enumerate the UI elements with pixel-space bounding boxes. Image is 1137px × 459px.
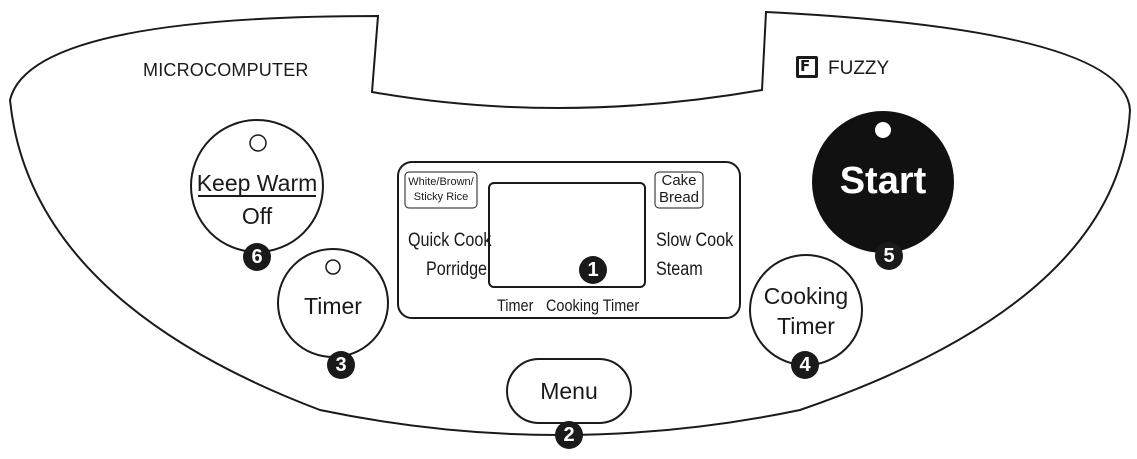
rice-mode-label-line2: Sticky Rice [413,191,469,203]
fuzzy-logo-icon: F [796,56,818,78]
timer-label: Timer [304,293,362,319]
menu-label: Menu [540,378,598,404]
rice-mode-label-line1: White/Brown/ [408,176,474,188]
display-timer-label: Timer [497,296,534,315]
porridge-label: Porridge [426,259,488,280]
display-cooking-timer-label: Cooking Timer [546,296,640,315]
steam-label: Steam [656,259,703,280]
slow-cook-label: Slow Cook [656,230,734,251]
keep-warm-label: Keep Warm [196,170,318,196]
cake-mode-label: Cake [661,172,697,189]
callout-1: 1 [579,256,607,284]
display-screen [488,182,646,288]
timer-indicator-lamp [325,259,341,275]
cake-mode-box [654,171,704,209]
microcomputer-label: MICROCOMPUTER [143,60,309,80]
callout-3: 3 [327,351,355,379]
off-label: Off [241,203,273,229]
bread-mode-label: Bread [658,189,700,206]
start-label: Start [839,160,927,202]
callout-6: 6 [243,243,271,271]
cooking-label: Cooking [763,283,849,309]
cooking-timer-button[interactable] [749,254,863,366]
callout-2: 2 [555,421,583,449]
fuzzy-label: FUZZY [828,58,890,79]
start-indicator-lamp [875,122,891,138]
quick-cook-label: Quick Cook [408,230,492,251]
keep-warm-indicator-lamp [249,134,267,152]
callout-4: 4 [791,351,819,379]
rice-mode-box [404,171,478,209]
callout-5: 5 [875,242,903,270]
cooking-timer-timer-label: Timer [777,313,835,339]
